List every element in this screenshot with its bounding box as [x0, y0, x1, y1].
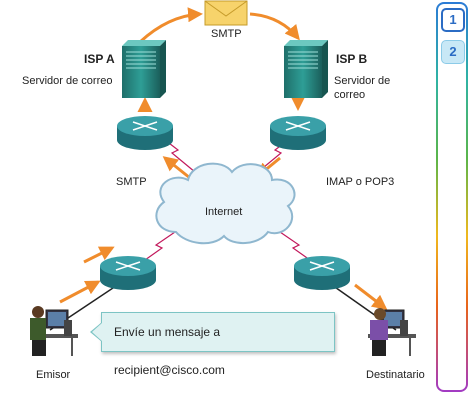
isp-b-label: ISP B — [336, 52, 368, 66]
step-navigator — [436, 2, 468, 392]
envelope-icon — [204, 0, 248, 26]
sender-person-icon — [30, 306, 78, 356]
recipient-person-icon — [368, 308, 416, 356]
isp-b-server-label-line1: Servidor de — [334, 75, 391, 87]
callout-pointer-inner — [92, 323, 102, 341]
isp-a-server-label: Servidor de correo — [22, 75, 113, 87]
step-1-button[interactable]: 1 — [441, 8, 465, 32]
mail-server-a-icon — [122, 40, 166, 98]
router-isp-a-icon — [117, 116, 173, 150]
flow-arrows — [59, 7, 388, 310]
mail-server-b-icon — [284, 40, 328, 98]
smtp-left-label: SMTP — [116, 176, 147, 188]
message-callout: Envíe un mensaje a recipient@cisco.com — [101, 312, 335, 377]
internet-cloud-icon — [155, 162, 296, 245]
router-sender-icon — [100, 256, 156, 290]
internet-label: Internet — [205, 206, 243, 218]
router-recipient-icon — [294, 256, 350, 290]
router-isp-b-icon — [270, 116, 326, 150]
sender-label: Emisor — [36, 369, 71, 381]
isp-a-label: ISP A — [84, 52, 115, 66]
isp-b-server-label-line2: correo — [334, 89, 366, 101]
imap-pop3-label: IMAP o POP3 — [326, 176, 395, 188]
step-2-button[interactable]: 2 — [441, 40, 465, 64]
recipient-label: Destinatario — [366, 369, 425, 381]
smtp-top-label: SMTP — [211, 28, 242, 40]
